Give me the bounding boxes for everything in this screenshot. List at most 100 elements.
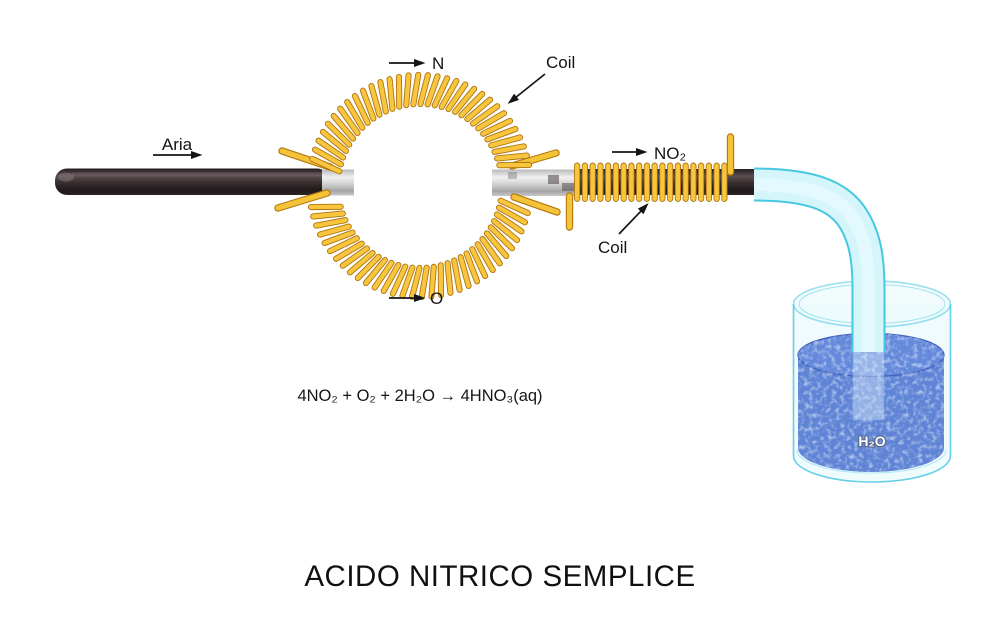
coil-strand <box>496 161 533 169</box>
coil-strand <box>628 162 635 202</box>
glass-smudge <box>548 175 559 184</box>
coil-strand <box>438 77 460 111</box>
coil-strand <box>444 260 454 296</box>
coil-strand <box>380 261 402 295</box>
coil-strand <box>643 162 651 202</box>
coil-strand <box>659 162 666 202</box>
coil-strand <box>452 85 478 115</box>
coil-strand <box>589 162 596 202</box>
coil-top-arrow-icon <box>507 73 546 104</box>
coil-strand <box>469 246 489 280</box>
coil-strand <box>484 125 519 143</box>
coil-strand <box>475 110 507 132</box>
coil-strand <box>445 81 469 113</box>
coil-strand <box>324 120 353 148</box>
coil-strand <box>389 263 409 297</box>
coil-strand <box>351 92 371 126</box>
coil-strand <box>437 262 445 299</box>
coil-wire-end <box>275 190 330 211</box>
coil-strand <box>597 162 604 202</box>
beaker: H₂O <box>792 280 952 483</box>
coil-strand <box>495 204 529 226</box>
coil-strand <box>371 259 395 291</box>
coil-strand <box>651 162 658 202</box>
air-label: Aria <box>162 135 193 154</box>
coil-strand <box>309 155 343 175</box>
water-texture <box>798 333 944 472</box>
coil-strand <box>417 72 431 108</box>
coil-strand <box>321 229 356 247</box>
coil-strand <box>479 236 503 267</box>
dark-tube-left <box>55 168 329 195</box>
coil-strand <box>620 162 627 202</box>
nitrogen-label: N <box>432 54 444 73</box>
coil-strand <box>326 235 360 255</box>
coil-strand <box>497 197 531 217</box>
coil-strand <box>470 103 501 127</box>
coil-strand <box>409 264 423 300</box>
coil-strand <box>457 254 472 290</box>
water <box>797 332 945 472</box>
coil-strand <box>395 73 403 110</box>
coil-strand <box>488 134 524 149</box>
glass-junction-right <box>492 169 580 196</box>
coil-strand <box>368 82 383 118</box>
air-inlet-tube <box>55 168 329 195</box>
glass-smudge <box>562 183 575 191</box>
coil-strand <box>463 250 481 285</box>
coil-strand <box>431 75 451 109</box>
coil-strand <box>359 87 377 122</box>
coil-strand <box>705 162 713 202</box>
beaker-wall-outline <box>792 304 952 483</box>
coil-strand <box>480 117 514 137</box>
coil-strand <box>690 162 697 202</box>
coil-strand <box>377 79 389 115</box>
annotations: Aria N O Coil NO₂ Coil 4NO₂ + O₂ + 2H₂O … <box>153 53 695 593</box>
coil-strand <box>674 162 682 202</box>
coil-strand <box>354 253 382 282</box>
coil-bottom-label: Coil <box>598 238 627 257</box>
coil-strand <box>483 230 510 260</box>
coil-bottom-arrow-icon <box>618 203 649 235</box>
coil-strand <box>464 96 494 123</box>
tube-highlight <box>72 172 324 177</box>
coil-strand <box>581 162 589 202</box>
coil-strand <box>330 112 357 142</box>
coil-strand <box>713 162 720 202</box>
coil-strand <box>682 162 689 202</box>
coil-strand <box>313 217 349 229</box>
submerged-tube <box>852 351 885 421</box>
glass-smudge <box>508 172 517 179</box>
coil-strand <box>574 162 581 202</box>
coil-strand <box>458 90 486 119</box>
outlet-hose-tube <box>753 167 886 352</box>
coil-strand <box>612 162 620 202</box>
coil-top-label: Coil <box>546 53 575 72</box>
coil-strand <box>698 162 705 202</box>
coil-strand <box>428 263 437 300</box>
coil-strand <box>319 128 349 154</box>
coil-strand <box>403 72 412 109</box>
coil-strand <box>721 162 728 202</box>
coil-wire-end <box>511 194 560 215</box>
coil-strand <box>487 224 516 252</box>
coil-strand <box>346 249 376 276</box>
horizontal-coil <box>565 133 735 231</box>
coil-strand <box>344 99 366 131</box>
coil-strand <box>333 240 365 262</box>
coil-strand <box>315 137 347 161</box>
coil-strand <box>386 76 396 112</box>
water-label: H₂O <box>858 433 885 449</box>
no2-label: NO₂ <box>654 144 686 163</box>
coil-strand <box>362 257 388 287</box>
coil-strand <box>310 210 346 220</box>
reaction-equation: 4NO₂ + O₂ + 2H₂O → 4HNO₃(aq) <box>297 387 542 405</box>
circular-coil <box>307 71 533 301</box>
coil-strand <box>493 211 525 235</box>
hose-highlight <box>753 178 875 352</box>
coil-strand <box>474 241 496 273</box>
coil-strand <box>307 203 344 211</box>
coil-strand <box>667 162 674 202</box>
